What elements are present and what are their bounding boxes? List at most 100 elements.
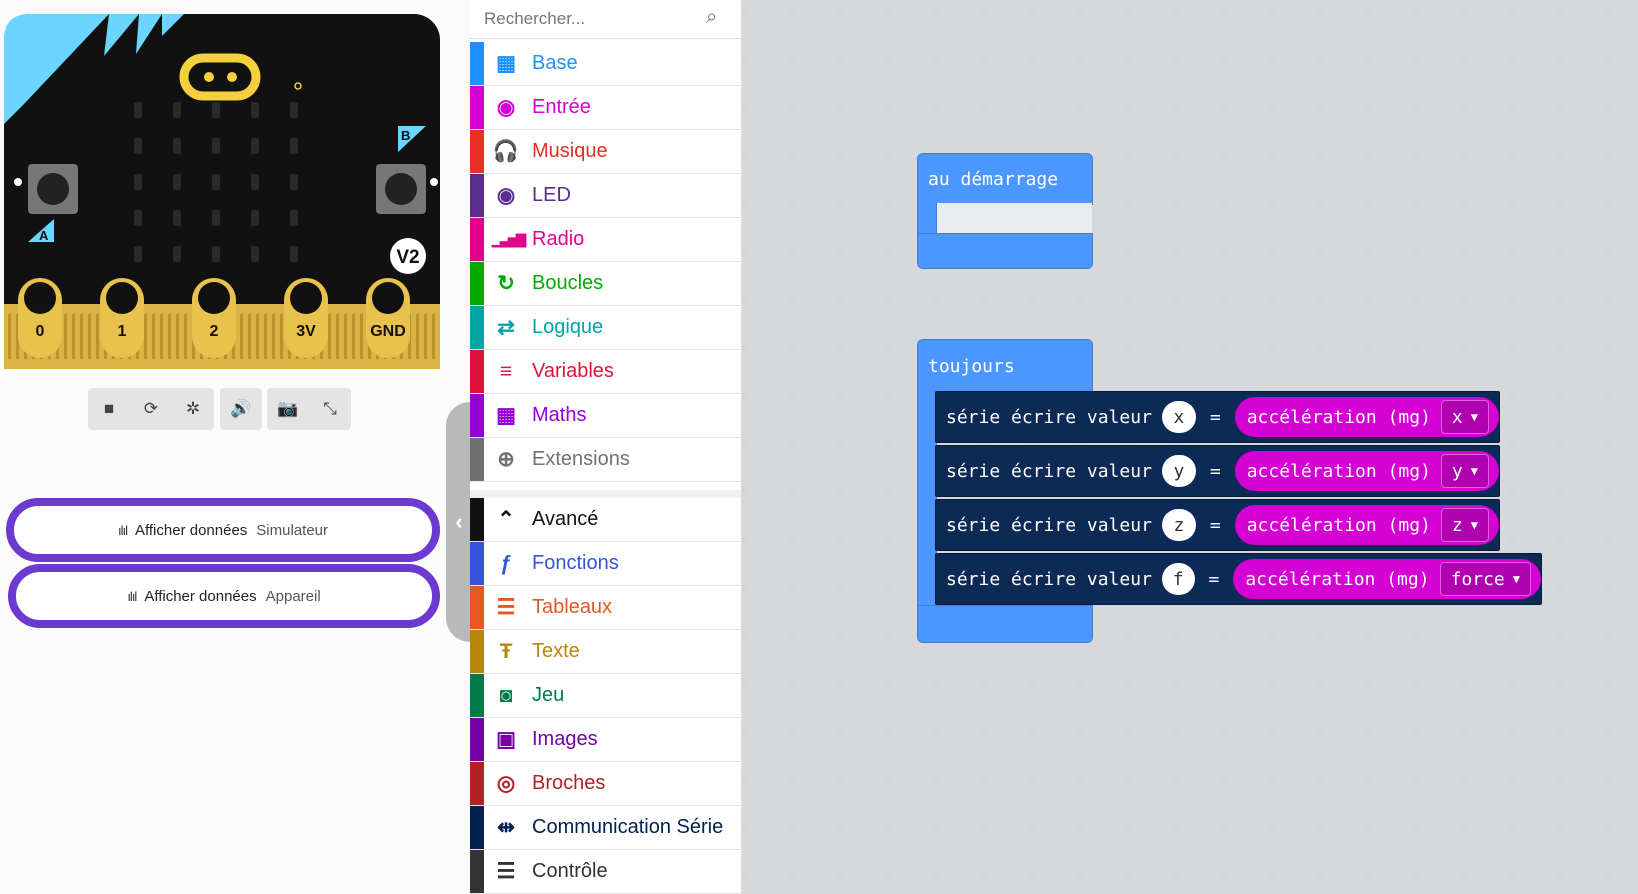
led-pixel xyxy=(173,210,181,226)
shuffle-icon: ⇄ xyxy=(497,316,515,339)
category-6[interactable]: ↻ Boucles xyxy=(470,262,741,306)
pin-0[interactable]: 0 xyxy=(18,278,62,358)
category-label: Boucles xyxy=(532,272,604,294)
pin-3V[interactable]: 3V xyxy=(284,278,328,358)
category-color-stripe xyxy=(470,174,484,217)
plus-circle-icon: ⊕ xyxy=(497,448,515,471)
pin-2[interactable]: 2 xyxy=(192,278,236,358)
screenshot-icon[interactable]: 📷 xyxy=(277,399,299,418)
name-input-y[interactable]: y xyxy=(1161,455,1196,487)
edge-finger xyxy=(88,314,91,359)
category-5[interactable]: ▁▃▅▇Radio xyxy=(470,218,741,262)
edge-finger xyxy=(144,314,147,359)
category-10[interactable]: ⊕Extensions xyxy=(470,438,741,482)
edge-finger xyxy=(160,314,163,359)
search-input[interactable] xyxy=(482,6,696,32)
axis-dropdown[interactable]: force▼ xyxy=(1439,562,1531,596)
category-15[interactable]: ◙Jeu xyxy=(470,674,741,718)
category-label: Logique xyxy=(532,316,604,338)
edge-finger xyxy=(184,314,187,359)
category-label: Jeu xyxy=(532,684,565,706)
axis-dropdown[interactable]: z▼ xyxy=(1440,508,1489,542)
category-8[interactable]: ≡Variables xyxy=(470,350,741,394)
led-pixel xyxy=(290,174,298,190)
name-input-z[interactable]: z xyxy=(1161,509,1196,541)
target-icon: ◎ xyxy=(496,772,516,795)
chevron-up-icon: ⌃ xyxy=(497,508,515,531)
edge-finger xyxy=(248,314,251,359)
restart-icon[interactable]: ⟳ xyxy=(143,399,159,418)
show-data-label: Afficher données xyxy=(134,521,248,539)
category-color-stripe xyxy=(470,86,484,129)
category-label: Communication Série xyxy=(532,816,724,838)
stop-icon[interactable]: ■ xyxy=(103,399,115,418)
led-pixel xyxy=(173,102,181,118)
server-icon: ☰ xyxy=(496,860,516,883)
edge-finger xyxy=(80,314,83,359)
serial-block-x[interactable]: série écrire valeur x = accélération (mg… xyxy=(935,391,1500,443)
category-color-stripe xyxy=(470,350,484,393)
category-2[interactable]: ◉Entrée xyxy=(470,86,741,130)
input-icon: ◉ xyxy=(496,96,516,119)
show-data-source: Simulateur xyxy=(256,521,328,539)
dropdown-arrow-icon: ▼ xyxy=(1512,572,1520,586)
equals-sign: = xyxy=(1209,406,1221,428)
pin-1[interactable]: 1 xyxy=(100,278,144,358)
category-17[interactable]: ◎Broches xyxy=(470,762,741,806)
category-color-stripe xyxy=(470,498,484,541)
axis-dropdown[interactable]: x▼ xyxy=(1440,400,1489,434)
calculator-icon: ▦ xyxy=(496,404,516,427)
category-9[interactable]: ▦Maths xyxy=(470,394,741,438)
name-input-x[interactable]: x xyxy=(1161,401,1196,433)
edge-finger xyxy=(336,314,339,359)
acceleration-reporter[interactable]: accélération (mg) y▼ xyxy=(1234,451,1499,491)
category-7[interactable]: ⇄ Logique xyxy=(470,306,741,350)
led-pixel xyxy=(251,174,259,190)
on-start-label: au démarrage xyxy=(928,169,1059,190)
edge-finger xyxy=(176,314,179,359)
serial-block-z[interactable]: série écrire valeur z = accélération (mg… xyxy=(935,499,1500,551)
edge-finger xyxy=(152,314,155,359)
bar-chart-icon: ılıl xyxy=(127,588,137,604)
category-13[interactable]: ☰Tableaux xyxy=(470,586,741,630)
blocks-workspace[interactable]: au démarrage toujours série écrire valeu… xyxy=(742,0,1638,894)
category-4[interactable]: ◉LED xyxy=(470,174,741,218)
sound-icon[interactable]: 🔊 xyxy=(230,399,252,418)
show-data-simulator-button[interactable]: ılıl Afficher données Simulateur xyxy=(6,498,440,562)
serial-block-y[interactable]: série écrire valeur y = accélération (mg… xyxy=(935,445,1500,497)
category-19[interactable]: ☰ Contrôle xyxy=(470,850,741,894)
chevron-left-icon: ‹ xyxy=(455,509,463,534)
acceleration-reporter[interactable]: accélération (mg) z▼ xyxy=(1234,505,1499,545)
fullscreen-icon[interactable]: ⤡ xyxy=(323,399,337,418)
collapse-simulator-button[interactable]: ‹ xyxy=(446,402,472,642)
category-16[interactable]: ▣Images xyxy=(470,718,741,762)
category-18[interactable]: ⇹ Communication Série xyxy=(470,806,741,850)
category-1[interactable]: ▦Base xyxy=(470,42,741,86)
function-icon: ƒ xyxy=(500,551,512,575)
search-icon[interactable]: ⌕ xyxy=(706,6,718,28)
acceleration-reporter[interactable]: accélération (mg) force▼ xyxy=(1233,559,1541,599)
category-3[interactable]: 🎧Musique xyxy=(470,130,741,174)
edge-finger xyxy=(168,314,171,359)
equals-sign: = xyxy=(1209,514,1221,536)
led-pixel xyxy=(173,246,181,262)
category-11[interactable]: ⌃Avancé xyxy=(470,498,741,542)
category-color-stripe xyxy=(470,762,484,805)
usb-icon: ⇹ xyxy=(497,816,515,839)
category-label: Texte xyxy=(532,640,580,662)
refresh-icon: ↻ xyxy=(497,272,515,295)
serial-block-f[interactable]: série écrire valeur f = accélération (mg… xyxy=(935,553,1542,605)
category-color-stripe xyxy=(470,806,484,849)
pin-GND[interactable]: GND xyxy=(366,278,410,358)
edge-finger xyxy=(256,314,259,359)
axis-dropdown[interactable]: y▼ xyxy=(1440,454,1489,488)
name-input-f[interactable]: f xyxy=(1161,563,1195,595)
acceleration-reporter[interactable]: accélération (mg) x▼ xyxy=(1234,397,1499,437)
show-data-device-button[interactable]: ılıl Afficher données Appareil xyxy=(8,564,440,628)
debug-icon[interactable]: ✲ xyxy=(185,399,201,418)
led-pixel xyxy=(251,210,259,226)
category-label: Contrôle xyxy=(532,860,608,882)
